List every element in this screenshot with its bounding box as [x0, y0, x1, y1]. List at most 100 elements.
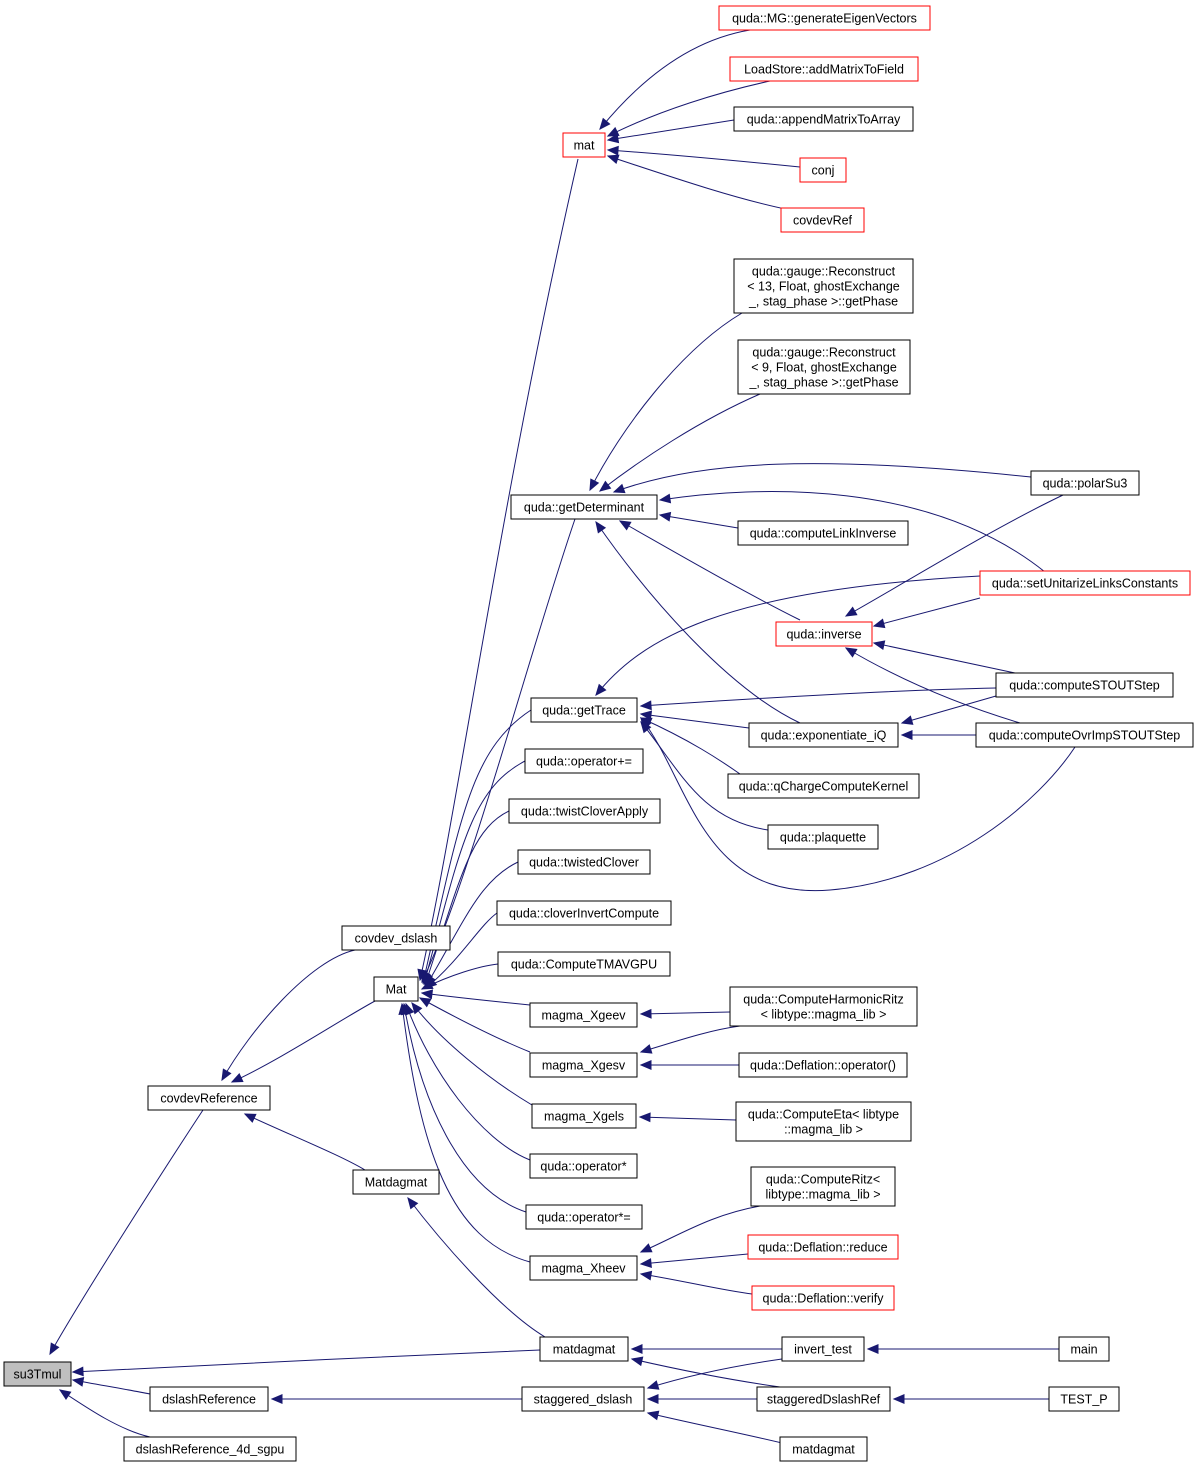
arrowhead: [58, 1389, 72, 1400]
node-box: [779, 1436, 868, 1462]
node-label: quda::qChargeComputeKernel: [739, 780, 909, 794]
arrowhead: [71, 1366, 84, 1377]
node-staggered_dslash[interactable]: staggered_dslash: [521, 1386, 645, 1412]
call-edge: [607, 119, 735, 141]
arrowhead: [598, 480, 612, 492]
node-box: [780, 207, 865, 233]
node-mat[interactable]: Mat: [373, 976, 419, 1002]
node-label: quda::Deflation::verify: [763, 1292, 885, 1306]
node-dslashreference[interactable]: dslashReference: [149, 1386, 269, 1412]
node-box: [1058, 1336, 1110, 1362]
arrowhead: [411, 1001, 423, 1015]
node-test_p[interactable]: TEST_P: [1048, 1386, 1120, 1412]
node-invert_test[interactable]: invert_test: [781, 1336, 865, 1362]
node-computeharmonicritz[interactable]: quda::ComputeHarmonicRitz< libtype::magm…: [729, 986, 918, 1027]
node-box: [979, 570, 1191, 596]
node-appendmatrixtoarray[interactable]: quda::appendMatrixToArray: [733, 106, 914, 132]
node-addmatrixtofield[interactable]: LoadStore::addMatrixToField: [729, 56, 919, 82]
arrowhead: [639, 1060, 652, 1070]
node-box: [729, 56, 919, 82]
node-dslashreference_4d_sgpu[interactable]: dslashReference_4d_sgpu: [123, 1436, 297, 1462]
node-setunitarizelinksconstants[interactable]: quda::setUnitarizeLinksConstants: [979, 570, 1191, 596]
node-oppluseq[interactable]: quda::operator+=: [524, 748, 644, 774]
node-deflationreduce[interactable]: quda::Deflation::reduce: [747, 1234, 899, 1260]
node-matdagmat[interactable]: matdagmat: [539, 1336, 629, 1362]
node-computeeta[interactable]: quda::ComputeEta< libtype::magma_lib >: [735, 1101, 912, 1142]
node-twistedclover[interactable]: quda::twistedClover: [517, 849, 651, 875]
node-label: quda::cloverInvertCompute: [509, 907, 659, 921]
node-magma_xheev[interactable]: magma_Xheev: [529, 1255, 638, 1281]
arrowhead: [646, 1394, 659, 1404]
node-covdev_dslash[interactable]: covdev_dslash: [341, 925, 451, 951]
call-edge: [640, 717, 1076, 892]
node-staggereddslashref[interactable]: staggeredDslashRef: [756, 1386, 891, 1412]
arrowhead: [49, 1342, 60, 1356]
node-label: quda::ComputeTMAVGPU: [511, 958, 657, 972]
arrowhead: [243, 1113, 257, 1123]
node-plaquette[interactable]: quda::plaquette: [767, 824, 879, 850]
node-deflationoperator[interactable]: quda::Deflation::operator(): [738, 1052, 908, 1078]
node-polarsu3[interactable]: quda::polarSu3: [1030, 470, 1140, 496]
node-computetmavgpu[interactable]: quda::ComputeTMAVGPU: [497, 951, 671, 977]
node-box: [529, 1052, 638, 1078]
arrowhead: [606, 145, 619, 156]
node-label: < 13, Float, ghostExchange: [747, 280, 900, 294]
node-deflationverify[interactable]: quda::Deflation::verify: [751, 1285, 895, 1311]
call-edge: [595, 521, 801, 724]
node-label: quda::MG::generateEigenVectors: [732, 12, 917, 26]
node-opmul[interactable]: quda::operator*: [529, 1153, 638, 1179]
node-qchargecomputekernel[interactable]: quda::qChargeComputeKernel: [727, 773, 920, 799]
call-edge: [640, 1025, 741, 1053]
node-label: matdagmat: [792, 1443, 855, 1457]
node-label: ::magma_lib >: [784, 1123, 863, 1137]
node-opmuleq[interactable]: quda::operator*=: [525, 1204, 643, 1230]
node-matdagmat[interactable]: Matdagmat: [352, 1169, 440, 1195]
node-magma_xgels[interactable]: magma_Xgels: [531, 1103, 637, 1129]
call-edge: [411, 1002, 533, 1106]
node-matdagmat2[interactable]: matdagmat: [779, 1436, 868, 1462]
node-inverse[interactable]: quda::inverse: [775, 621, 873, 647]
node-label: quda::getDeterminant: [524, 501, 645, 515]
node-computestoutstep[interactable]: quda::computeSTOUTStep: [995, 672, 1174, 698]
node-covdevref[interactable]: covdevRef: [780, 207, 865, 233]
node-su3tmul[interactable]: su3Tmul: [3, 1361, 72, 1387]
node-covdevreference[interactable]: covdevReference: [147, 1085, 271, 1111]
node-label: invert_test: [794, 1343, 852, 1357]
node-box: [756, 1386, 891, 1412]
node-label: < libtype::magma_lib >: [761, 1008, 887, 1022]
node-box: [517, 849, 651, 875]
node-magma_xgesv[interactable]: magma_Xgesv: [529, 1052, 638, 1078]
node-main[interactable]: main: [1058, 1336, 1110, 1362]
call-edge: [599, 393, 761, 492]
node-box: [529, 1002, 638, 1028]
node-exponentiate_iq[interactable]: quda::exponentiate_iQ: [748, 722, 899, 748]
node-label: quda::gauge::Reconstruct: [752, 346, 896, 360]
node-twistcloverapply[interactable]: quda::twistCloverApply: [508, 798, 661, 824]
node-label: quda::Deflation::operator(): [750, 1059, 896, 1073]
node-label: _, stag_phase >::getPhase: [748, 295, 898, 309]
node-getdeterminant[interactable]: quda::getDeterminant: [510, 494, 658, 520]
node-computeovrimpstoutstep[interactable]: quda::computeOvrImpSTOUTStep: [975, 722, 1194, 748]
node-conj[interactable]: conj: [799, 157, 847, 183]
node-generateeigenvectors[interactable]: quda::MG::generateEigenVectors: [718, 5, 931, 31]
node-recon9[interactable]: quda::gauge::Reconstruct< 9, Float, ghos…: [737, 339, 911, 395]
node-computelinkinverse[interactable]: quda::computeLinkInverse: [737, 520, 909, 546]
node-gettrace[interactable]: quda::getTrace: [530, 697, 638, 723]
node-label: quda::exponentiate_iQ: [761, 729, 887, 743]
node-label: quda::ComputeEta< libtype: [748, 1108, 899, 1122]
node-recon13[interactable]: quda::gauge::Reconstruct< 13, Float, gho…: [733, 258, 914, 314]
arrowhead: [589, 478, 600, 492]
node-label: mat: [574, 139, 595, 153]
node-computeritz[interactable]: quda::ComputeRitz<libtype::magma_lib >: [750, 1166, 896, 1207]
node-mat[interactable]: mat: [562, 132, 606, 158]
node-magma_xgeev[interactable]: magma_Xgeev: [529, 1002, 638, 1028]
node-label: staggered_dslash: [534, 1393, 633, 1407]
arrowhead: [612, 483, 626, 494]
node-label: quda::twistCloverApply: [521, 805, 649, 819]
node-label: libtype::magma_lib >: [766, 1188, 881, 1202]
call-edge: [231, 1000, 376, 1083]
node-cloverinvertcompute[interactable]: quda::cloverInvertCompute: [496, 900, 672, 926]
arrowhead: [646, 1380, 660, 1390]
node-box: [3, 1361, 72, 1387]
node-box: [747, 1234, 899, 1260]
